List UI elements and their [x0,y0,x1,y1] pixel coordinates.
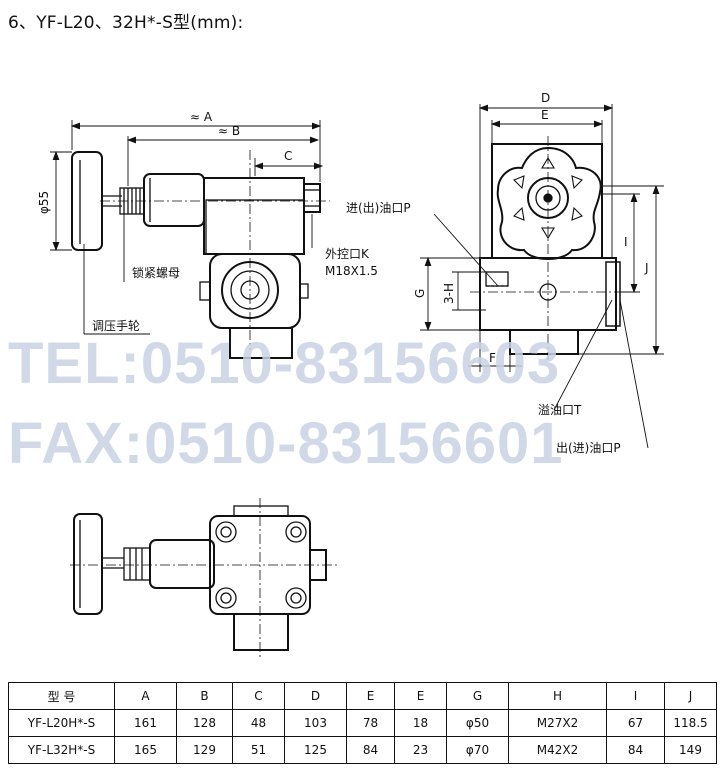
table-cell: 161 [114,709,177,737]
side-view [420,104,664,449]
header-e: E [346,682,395,710]
table-cell: 48 [232,709,285,737]
overflow-port-label: 溢油口T [538,403,582,417]
dim-a-label: ≈ A [190,110,213,124]
ext-port-label: 外控口K [325,247,370,261]
out-port-label: 出(进)油口P [556,441,621,455]
dim-c-label: C [284,149,292,163]
header-i: I [606,682,665,710]
header-j: J [664,682,717,710]
page-title: 6、YF-L20、32H*-S型(mm): [8,13,244,33]
watermark-fax: FAX:0510-83156601 [8,411,564,476]
table-row: YF-L20H*-S 161 128 48 103 78 18 φ50 M27X… [8,709,717,737]
spec-table: 型 号 A B C D E E G H I J YF-L20H*-S 161 1… [8,682,717,764]
header-g: G [446,682,509,710]
header-model: 型 号 [8,682,115,710]
table-cell: φ50 [446,709,509,737]
table-cell: YF-L20H*-S [8,709,115,737]
table-cell: 84 [346,736,395,764]
table-cell: 125 [284,736,347,764]
table-row: YF-L32H*-S 165 129 51 125 84 23 φ70 M42X… [8,736,717,764]
table-cell: M27X2 [508,709,607,737]
header-h: H [508,682,607,710]
table-cell: YF-L32H*-S [8,736,115,764]
top-view [70,498,340,660]
front-view [50,120,330,359]
table-header-row: 型 号 A B C D E E G H I J [8,682,717,710]
table-cell: 18 [394,709,447,737]
table-cell: 84 [606,736,665,764]
table-cell: 23 [394,736,447,764]
technical-drawing: ≈ A ≈ B C φ55 锁紧螺母 调压手轮 外控口K M18X1.5 进(出… [37,91,664,660]
header-a: A [114,682,177,710]
table-cell: 78 [346,709,395,737]
table-cell: 67 [606,709,665,737]
table-cell: M42X2 [508,736,607,764]
header-b: B [176,682,233,710]
watermark-tel: TEL:0510-83156603 [8,331,561,396]
ext-thread-label: M18X1.5 [325,264,378,278]
table-cell: 51 [232,736,285,764]
dim-3h-label: 3-H [442,283,456,304]
dim-d-label: D [541,91,550,105]
dim-f-label: F [489,351,496,365]
phi55-label: φ55 [37,191,51,214]
dim-g-label: G [413,289,427,298]
table-cell: 103 [284,709,347,737]
dim-i-label: I [624,235,628,249]
table-cell: φ70 [446,736,509,764]
header-d: D [284,682,347,710]
dim-e-label: E [541,108,549,122]
table-cell: 149 [664,736,717,764]
dim-b-label: ≈ B [218,124,240,138]
adjust-wheel-label: 调压手轮 [92,319,140,333]
header-c: C [232,682,285,710]
table-cell: 118.5 [664,709,717,737]
table-cell: 128 [176,709,233,737]
table-cell: 129 [176,736,233,764]
lock-nut-label: 锁紧螺母 [132,265,180,280]
in-port-label: 进(出)油口P [346,201,411,215]
table-cell: 165 [114,736,177,764]
dim-j-label: J [644,261,649,275]
header-e2: E [394,682,447,710]
